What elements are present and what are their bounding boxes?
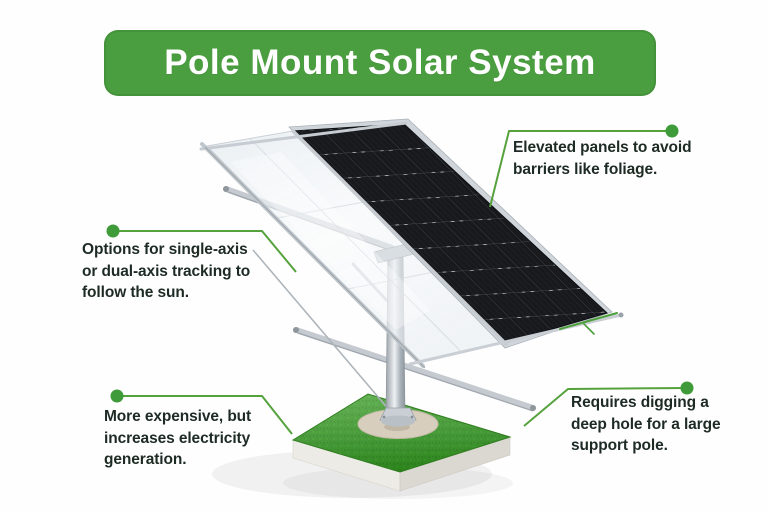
callout-dot-tracking (106, 224, 120, 238)
callout-tracking-options: Options for single-axis or dual-axis tra… (82, 239, 250, 304)
cross-beam-lower (293, 327, 536, 411)
leader-dots (106, 124, 694, 403)
green-rail-accent (583, 323, 595, 335)
glass-cross-line (347, 271, 435, 290)
callout-line: increases electricity (104, 429, 251, 447)
solar-panel (288, 118, 613, 349)
callout-line: barriers like foliage. (513, 160, 658, 178)
glass-mullion (249, 138, 462, 353)
callout-dot-digging (680, 381, 694, 395)
beam-end-cap (530, 405, 536, 411)
callout-elevated-panels: Elevated panels to avoid barriers like f… (513, 137, 692, 180)
beam-end-cap (293, 327, 299, 333)
callout-dot-expensive (110, 389, 124, 403)
callout-more-expensive: More expensive, but increases electricit… (104, 406, 251, 471)
callout-line: Elevated panels to avoid (513, 139, 692, 156)
callout-line: Requires digging a (571, 394, 709, 411)
flange-bolt (410, 415, 414, 419)
leader-line-expensive (117, 395, 293, 435)
leader-line-tracking (113, 230, 297, 273)
top-rail (199, 121, 408, 151)
leader-lines (113, 130, 688, 435)
callout-line: support pole. (571, 437, 668, 454)
tie-rod (252, 249, 397, 419)
foundation-base (291, 393, 512, 492)
callout-line: generation. (104, 451, 187, 468)
flange-bolt (382, 415, 386, 419)
leader-line-digging (523, 387, 688, 427)
callout-line: Options for single-axis (82, 241, 248, 258)
beam-end-cap (223, 186, 229, 192)
middle-rail (291, 129, 508, 346)
page-title: Pole Mount Solar System (164, 43, 596, 82)
frame-rails (199, 121, 624, 369)
glass-sheen (230, 152, 430, 330)
glass-cross-line (276, 201, 365, 219)
leader-line-elevated (489, 130, 672, 208)
callout-line: follow the sun. (82, 284, 189, 301)
callout-line: More expensive, but (104, 408, 252, 425)
callout-line: deep hole for a large (571, 415, 721, 433)
callout-line: or dual-axis tracking to (82, 262, 251, 280)
callout-dot-elevated (665, 124, 679, 138)
cross-beam-lower-edge (297, 332, 534, 412)
green-rail-accent (559, 312, 618, 330)
title-banner: Pole Mount Solar System (104, 30, 656, 96)
left-rail-edge (204, 146, 426, 369)
callout-digging-hole: Requires digging a deep hole for a large… (571, 392, 721, 457)
rail-end-cap (618, 312, 624, 318)
flange-plate (381, 415, 415, 427)
bottom-rail (408, 313, 623, 366)
